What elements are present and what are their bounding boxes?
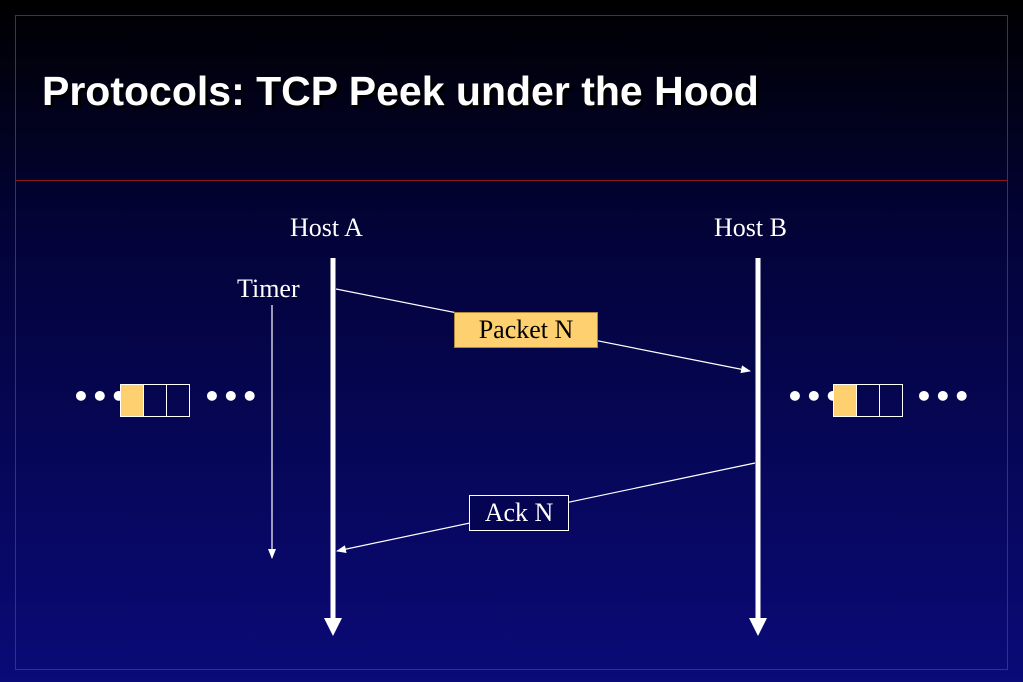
timer-label: Timer	[237, 274, 300, 303]
ack-n-label: Ack N	[484, 498, 554, 527]
window-cell	[167, 385, 189, 416]
window-cell	[880, 385, 902, 416]
slide-frame	[15, 15, 1008, 670]
window-cell	[121, 385, 144, 416]
host-b-timeline-arrowhead	[749, 618, 767, 636]
host-b-window	[833, 384, 903, 417]
title-divider	[15, 180, 1008, 181]
window-cell	[834, 385, 857, 416]
host-b-ellipsis-left: •••	[786, 380, 843, 413]
host-a-ellipsis-left: •••	[72, 380, 129, 413]
packet-n-label: Packet N	[478, 315, 574, 344]
host-a-timeline-arrowhead	[324, 618, 342, 636]
ack-n-box: Ack N	[469, 495, 569, 531]
host-a-label: Host A	[290, 213, 363, 242]
window-cell	[144, 385, 167, 416]
host-b-label: Host B	[714, 213, 787, 242]
window-cell	[857, 385, 880, 416]
slide-title: Protocols: TCP Peek under the Hood	[42, 68, 759, 114]
host-a-ellipsis-right: •••	[203, 380, 260, 413]
packet-n-box: Packet N	[454, 312, 598, 348]
host-b-ellipsis-right: •••	[915, 380, 972, 413]
host-a-window	[120, 384, 190, 417]
